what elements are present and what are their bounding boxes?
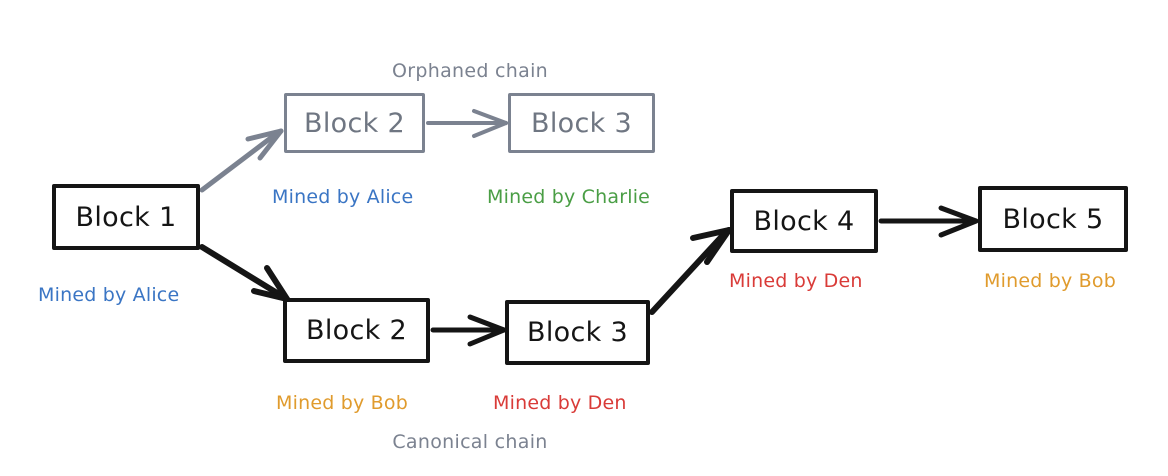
block-label: Block 5 — [1002, 203, 1104, 235]
arrow-canonical-block3-to-canonical-block4 — [649, 227, 732, 315]
canonical-chain-annotation: Canonical chain — [392, 431, 548, 453]
block-node-canonical-block-3[interactable]: Block 3 — [505, 300, 650, 365]
block-node-canonical-block-2[interactable]: Block 2 — [283, 298, 430, 363]
block-node-orphan-block-3[interactable]: Block 3 — [508, 93, 655, 153]
block-node-canonical-block-4[interactable]: Block 4 — [730, 189, 878, 253]
block-label: Block 1 — [75, 201, 177, 233]
block-label: Block 3 — [531, 107, 632, 139]
arrow-block1-to-canonical-block2 — [199, 244, 290, 302]
block-label: Block 2 — [304, 107, 405, 139]
orphaned-chain-annotation: Orphaned chain — [392, 60, 548, 82]
miner-label-canonical-block-4: Mined by Den — [729, 270, 863, 292]
arrow-canonical-block4-to-canonical-block5 — [878, 205, 979, 238]
arrow-canonical-block2-to-canonical-block3 — [430, 314, 507, 347]
block-node-block-1[interactable]: Block 1 — [52, 184, 200, 250]
miner-label-canonical-block-5: Mined by Bob — [984, 270, 1116, 292]
block-label: Block 2 — [306, 315, 407, 346]
arrow-block1-to-orphan-block2 — [199, 128, 284, 193]
miner-label-block-1: Mined by Alice — [38, 284, 180, 306]
block-node-canonical-block-5[interactable]: Block 5 — [978, 186, 1128, 252]
miner-label-orphan-block-2: Mined by Alice — [272, 186, 414, 208]
block-label: Block 3 — [527, 317, 628, 348]
block-node-orphan-block-2[interactable]: Block 2 — [284, 93, 425, 153]
miner-label-canonical-block-2: Mined by Bob — [276, 392, 408, 414]
miner-label-orphan-block-3: Mined by Charlie — [487, 186, 651, 208]
block-label: Block 4 — [753, 205, 855, 237]
arrow-orphan-block2-to-orphan-block3 — [426, 109, 508, 138]
miner-label-canonical-block-3: Mined by Den — [493, 392, 627, 414]
